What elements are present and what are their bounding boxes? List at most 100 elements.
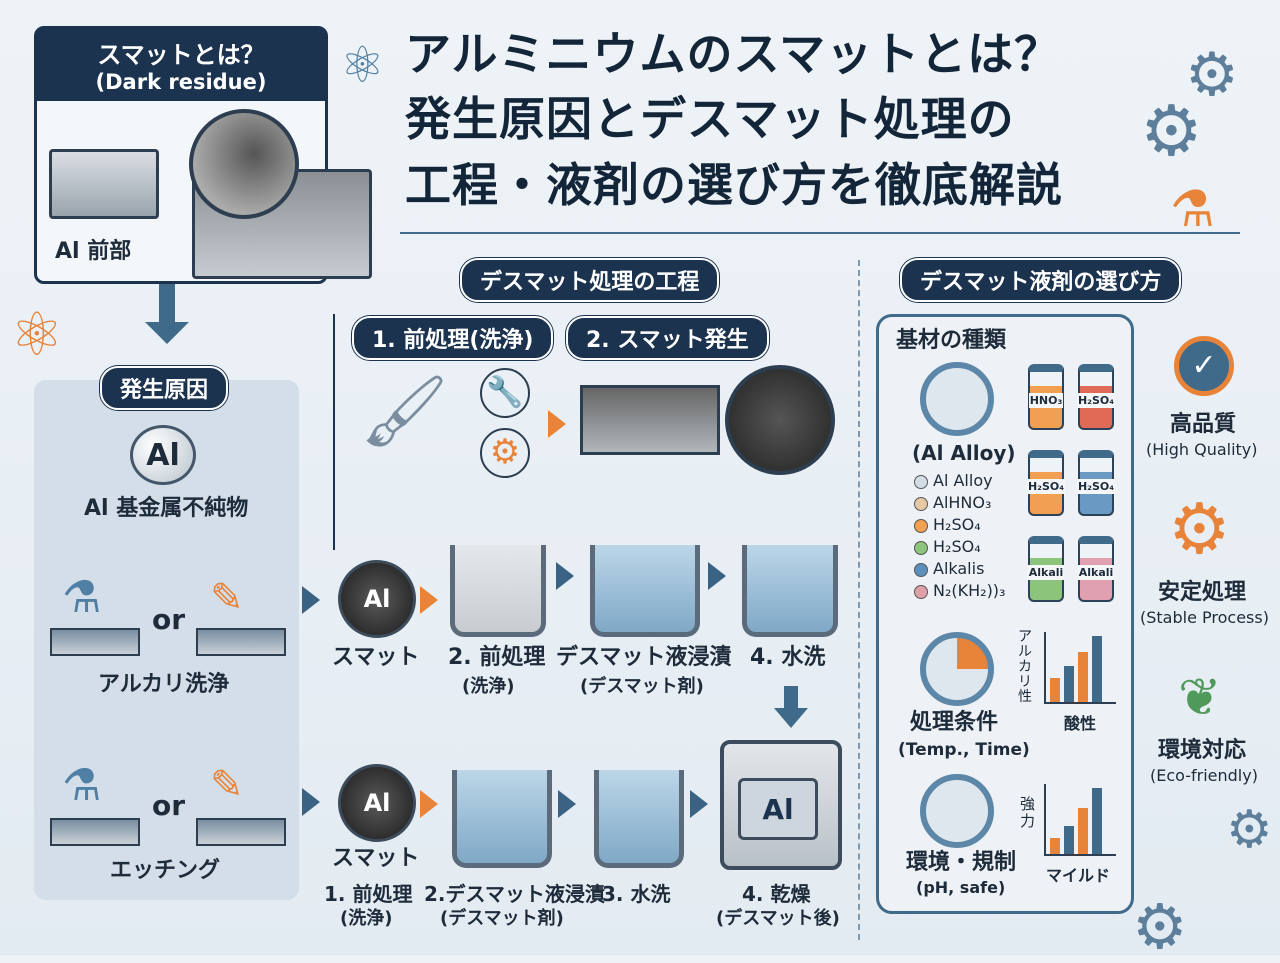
arrow-right-icon (420, 790, 438, 818)
row2-sub-2: (デスマット剤) (440, 908, 564, 929)
reagent-bottle: HNO₃ (1028, 364, 1064, 430)
benefit-quality: 高品質 (1170, 412, 1237, 437)
flow-line (333, 314, 335, 550)
down-arrow-icon (145, 322, 189, 344)
magnifier-smut (189, 109, 299, 219)
base-material-title: 基材の種類 (896, 328, 1007, 353)
benefit-eco-sub: (Eco-friendly) (1150, 766, 1258, 785)
dropper-icon: ✎ (210, 762, 244, 808)
row2-sub-1: (洗浄) (340, 908, 393, 929)
legend-item: AlHNO₃ (914, 492, 1005, 514)
legend-swatch (914, 474, 928, 489)
title-line-3: 工程・液剤の選び方を徹底解説 (405, 157, 1063, 212)
bar (1064, 826, 1074, 854)
process-title: デスマット処理の工程 (460, 258, 720, 302)
drying-oven: Al (720, 740, 842, 870)
title-divider (400, 232, 1240, 234)
desmut-tank (452, 770, 552, 868)
title-line-2: 発生原因とデスマット処理の (405, 92, 1015, 147)
arrow-right-icon (556, 562, 574, 590)
metal-plate (50, 628, 140, 656)
gear-icon: ⚙ (1185, 40, 1239, 110)
wash-tank (450, 545, 546, 637)
al-atom-badge: Al (130, 425, 196, 485)
row2-label-1: 1. 前処理 (324, 882, 413, 906)
bottle-label: H₂SO₄ (1076, 478, 1116, 494)
arrow-right-icon (558, 790, 576, 818)
row1-sub-2: (洗浄) (462, 676, 515, 697)
bar (1078, 808, 1088, 854)
benefit-quality-sub: (High Quality) (1146, 440, 1258, 459)
row1-label-4: 4. 水洗 (750, 645, 826, 670)
smut-definition-box: スマットとは？ (Dark residue) Al 前部 (34, 26, 372, 284)
bar (1092, 636, 1102, 702)
smut-box-header: スマットとは？ (Dark residue) (37, 29, 325, 101)
bar (1092, 788, 1102, 854)
metal-plate (50, 818, 140, 846)
condition-sub: (Temp., Time) (898, 740, 1030, 760)
legend-swatch (914, 518, 928, 533)
chart1-xlabel: 酸性 (1064, 714, 1097, 733)
down-arrow-icon (774, 708, 808, 728)
quality-badge-icon: ✓ (1174, 336, 1234, 396)
legend-label: AlHNO₃ (933, 493, 992, 512)
reagent-bottle: Alkali (1027, 536, 1065, 602)
selection-title: デスマット液剤の選び方 (900, 258, 1182, 302)
or-label: or (152, 603, 186, 636)
row2-label-3: 3. 水洗 (602, 882, 671, 906)
page-title: アルミニウムのスマットとは？ 発生原因とデスマット処理の 工程・液剤の選び方を徹… (405, 22, 1063, 218)
alloy-gauge-icon (920, 362, 994, 436)
acidity-bar-chart (1044, 632, 1116, 704)
benefit-stable-sub: (Stable Process) (1140, 608, 1269, 627)
title-line-1: アルミニウムのスマットとは？ (405, 27, 1062, 81)
bottle-label: H₂SO₄ (1076, 392, 1116, 408)
legend-label: H₂SO₄ (933, 537, 981, 556)
metal-plate (196, 628, 286, 656)
arrow-right-icon (302, 788, 320, 816)
or-label: or (152, 789, 186, 822)
legend-item: H₂SO₄ (914, 514, 1005, 536)
brush-icon: 🖌 (360, 370, 449, 452)
legend-item: H₂SO₄ (914, 536, 1005, 558)
condition-title: 処理条件 (910, 710, 999, 735)
legend-swatch (914, 562, 928, 577)
reagent-bottle: Alkali (1077, 536, 1115, 602)
vertical-divider (858, 260, 860, 940)
bar (1050, 678, 1060, 702)
legend-label: Alkalis (933, 559, 985, 578)
benefit-eco: 環境対応 (1158, 738, 1247, 763)
flask-icon: ⚗ (62, 572, 102, 623)
rinse-tank (742, 545, 838, 637)
arrow-right-icon (708, 562, 726, 590)
gear-icon: ⚙ (1168, 488, 1231, 570)
rinse-tank (594, 770, 684, 868)
row1-label-2: 2. 前処理 (448, 645, 546, 670)
down-arrow-shaft (784, 686, 798, 708)
legend-swatch (914, 496, 928, 511)
down-arrow-shaft (159, 284, 175, 324)
bottle-grid: HNO₃ H₂SO₄ H₂SO₄ H₂SO₄ Alkali Alkali (1026, 364, 1120, 602)
reagent-bottle: H₂SO₄ (1026, 450, 1066, 516)
causes-title: 発生原因 (100, 366, 229, 410)
legend-item: Al Alloy (914, 470, 1005, 492)
legend-label: N₂(KH₂))₃ (933, 581, 1006, 600)
legend-label: Al Alloy (933, 471, 993, 490)
arrow-right-icon (420, 586, 438, 614)
bottle-label: Alkali (1077, 564, 1115, 580)
oven-window: Al (738, 778, 818, 840)
row1-sub-3: (デスマット剤) (580, 676, 704, 697)
strength-bar-chart (1044, 784, 1116, 856)
smut-al-circle: Al (338, 560, 416, 638)
al-front-label: Al 前部 (55, 239, 132, 264)
chart2-ylabel: 強力 (1020, 795, 1036, 830)
bottle-label: H₂SO₄ (1026, 478, 1066, 494)
smut-profile-image (580, 385, 720, 455)
environment-title: 環境・規制 (906, 850, 1017, 875)
bar (1064, 666, 1074, 702)
row1-label-1: スマット (332, 645, 420, 670)
bottle-label: Alkali (1027, 564, 1065, 580)
bar (1050, 838, 1060, 854)
smut-box-subtitle: (Dark residue) (95, 70, 267, 94)
arrow-right-icon (690, 790, 708, 818)
arrow-right-icon (548, 410, 566, 438)
